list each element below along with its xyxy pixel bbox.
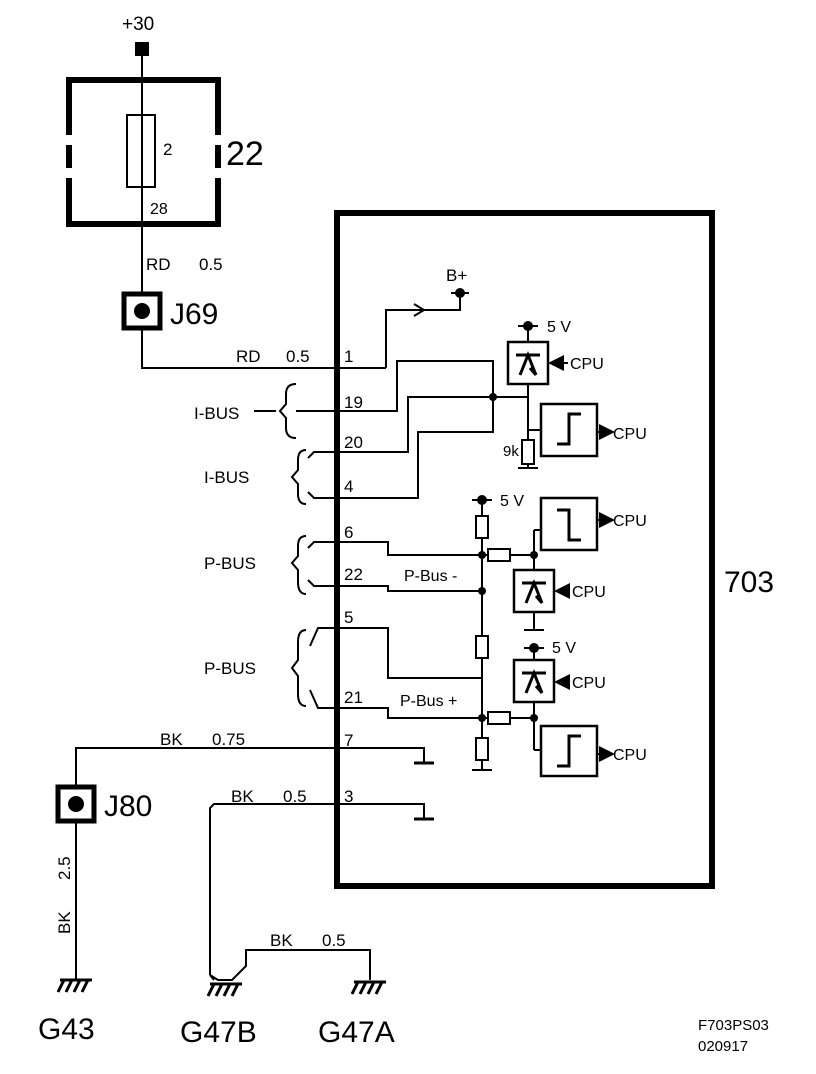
ibus-label-2: I-BUS <box>204 468 249 487</box>
connector-j80-label: J80 <box>104 790 152 823</box>
reference-code: F703PS03 <box>698 1017 769 1034</box>
wire-pin1-size: 0.5 <box>286 347 310 366</box>
supply-label: +30 <box>122 14 154 35</box>
ground-g47b-label: G47B <box>180 1016 257 1049</box>
pbus-transistor-1-cpu: CPU <box>572 584 606 601</box>
pin-19: 19 <box>344 393 363 412</box>
pbus-minus-label: P-Bus - <box>404 568 457 585</box>
pbus-brace-2 <box>290 629 307 707</box>
pbus-plus-label: P-Bus + <box>400 693 457 710</box>
wire-pin7-j80 <box>75 747 337 789</box>
module-703-label: 703 <box>724 566 774 599</box>
pbus-5v-label: 5 V <box>500 493 524 510</box>
pbus-5v-label-2: 5 V <box>552 640 576 657</box>
pbus-comparator-bottom <box>539 724 599 778</box>
wire-pin7-color: BK <box>160 730 183 749</box>
wire-top-size: 0.5 <box>199 255 223 274</box>
wire-pin7-size: 0.75 <box>212 730 245 749</box>
connector-j69-label: J69 <box>170 298 218 331</box>
ground-g43-label: G43 <box>38 1013 95 1046</box>
wire-top-color: RD <box>146 255 171 274</box>
wire-pin3-size: 0.5 <box>283 787 307 806</box>
pbus-resistor-mid <box>475 635 489 659</box>
module-703-frame <box>334 210 715 889</box>
reference-date: 020917 <box>698 1038 748 1055</box>
pbus-resistor-h2 <box>487 711 511 725</box>
supply-terminal <box>135 42 149 56</box>
ibus-comparator-cpu: CPU <box>613 426 647 443</box>
ground-symbol-g47b <box>206 982 242 997</box>
pin-4: 4 <box>344 477 353 496</box>
pbus-internal-wiring <box>337 500 544 771</box>
ground-symbol-g43 <box>56 978 92 993</box>
pin-20: 20 <box>344 433 363 452</box>
pbus-transistor-1 <box>512 568 556 614</box>
ibus-brace-2 <box>290 449 307 505</box>
pin-22: 22 <box>344 565 363 584</box>
pbus-resistor-bottom <box>475 737 489 761</box>
pbus-brace-1 <box>290 535 307 595</box>
pbus-transistor-2 <box>512 658 556 704</box>
ibus-transistor <box>506 340 550 386</box>
bplus-arrow <box>413 303 426 317</box>
ibus-label-1: I-BUS <box>194 404 239 423</box>
pin-1: 1 <box>344 347 353 366</box>
fuse-number: 2 <box>163 140 172 159</box>
ibus-brace-1 <box>278 383 297 439</box>
ibus-transistor-cpu: CPU <box>570 356 604 373</box>
pbus-label-2: P-BUS <box>204 659 256 678</box>
ibus-junction <box>489 393 497 401</box>
pin-6: 6 <box>344 523 353 542</box>
pin-21: 21 <box>344 688 363 707</box>
bplus-label: B+ <box>446 266 467 285</box>
pin-7: 7 <box>344 731 353 750</box>
resistor-9k <box>521 439 535 465</box>
wire-g47-color: BK <box>270 931 293 950</box>
wire-pin3-color: BK <box>231 787 254 806</box>
pbus-comparator-top-cpu: CPU <box>613 513 647 530</box>
fuse-box-id: 22 <box>226 135 264 173</box>
wire-g47-link <box>209 949 371 981</box>
wire-pin3-g47 <box>209 803 337 975</box>
pbus-comparator-top <box>539 496 599 552</box>
pbus-transistor-2-cpu: CPU <box>572 675 606 692</box>
connector-j69 <box>121 291 163 331</box>
wire-pin1-color: RD <box>236 347 261 366</box>
pbus-resistor-h1 <box>487 548 511 562</box>
pbus-label-1: P-BUS <box>204 554 256 573</box>
ibus-comparator <box>539 402 599 458</box>
resistor-9k-label: 9k <box>503 443 519 460</box>
pbus-comparator-bottom-cpu: CPU <box>613 747 647 764</box>
ground-symbol-g47a <box>350 980 386 995</box>
pin-5: 5 <box>344 608 353 627</box>
connector-j80 <box>55 784 97 824</box>
fuse-box-22: 2 28 <box>66 77 221 227</box>
wire-g43-size: 2.5 <box>55 856 74 880</box>
fuse-pin: 28 <box>150 201 168 218</box>
pbus-resistor-top <box>475 515 489 539</box>
wire-g47-size: 0.5 <box>322 931 346 950</box>
pin-3: 3 <box>344 787 353 806</box>
ground-g47a-label: G47A <box>318 1016 395 1049</box>
bplus-wire <box>385 295 461 368</box>
wire-j69-pin1 <box>141 328 386 369</box>
wire-g43-color: BK <box>55 911 74 934</box>
ibus-5v-label: 5 V <box>547 319 571 336</box>
